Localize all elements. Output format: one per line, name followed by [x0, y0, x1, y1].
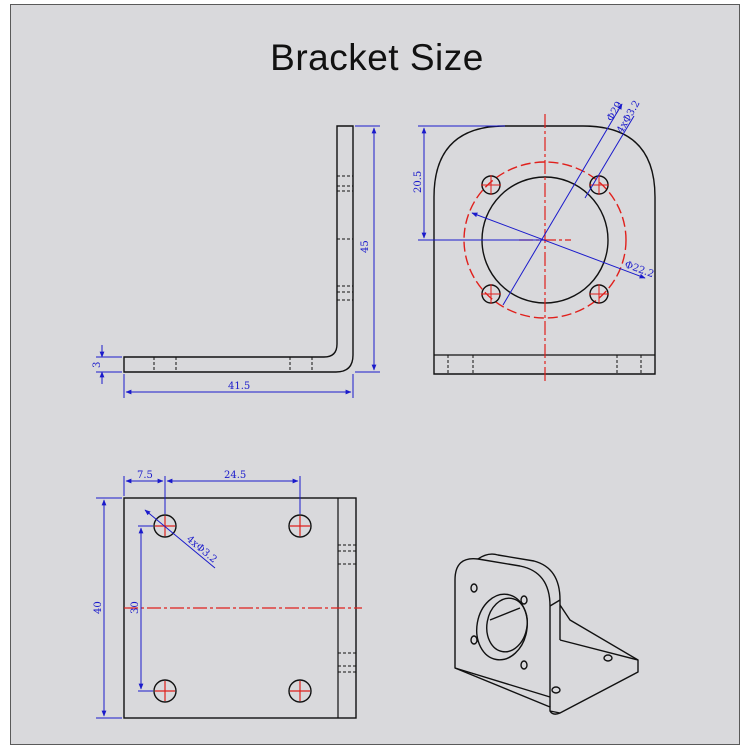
- page-title: Bracket Size: [270, 37, 484, 78]
- side-dimensions: [96, 125, 380, 398]
- side-dim-length: 41.5: [228, 381, 250, 392]
- top-dim-width: 40: [93, 601, 104, 614]
- top-dimensions: [96, 476, 301, 719]
- front-view: [418, 103, 656, 382]
- front-hidden-lines: [447, 355, 642, 374]
- side-dim-thickness: 3: [92, 362, 103, 368]
- top-mount-holes: [153, 514, 312, 703]
- isometric-bracket-icon: [454, 553, 639, 715]
- front-dimensions: [418, 103, 646, 306]
- side-view: [96, 125, 380, 398]
- front-plate-outline: [433, 125, 656, 375]
- top-dim-edge-offset: 7.5: [137, 470, 153, 481]
- side-hidden-holes: [153, 175, 353, 372]
- top-view: [96, 476, 362, 719]
- top-hidden-lines: [338, 544, 356, 673]
- top-dim-hole-spacing-y: 30: [130, 601, 141, 614]
- front-centerlines: [519, 114, 571, 382]
- front-dim-center-bore: Φ22.2: [623, 259, 655, 280]
- side-dim-height: 45: [360, 240, 371, 253]
- top-dim-hole-spacing-x: 24.5: [224, 470, 246, 481]
- front-dim-hole-height: 20.5: [413, 171, 424, 193]
- top-dim-holes: 4xΦ3.2: [184, 534, 219, 566]
- front-hole-crosses: [481, 175, 609, 304]
- l-profile-outline: [123, 125, 354, 373]
